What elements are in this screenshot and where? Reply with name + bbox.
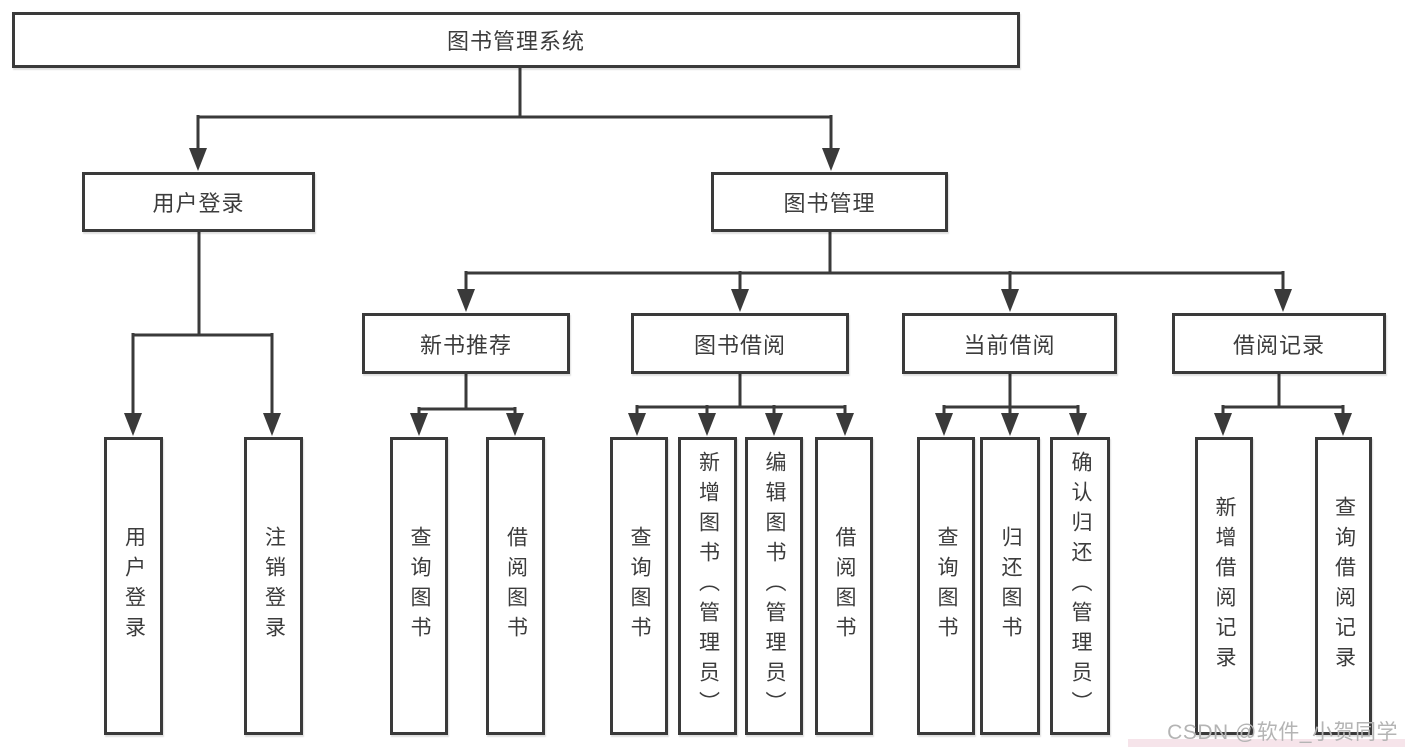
node-label: 图书管理 <box>783 191 876 216</box>
node-root-library-system: 图书管理系统 <box>12 12 1020 68</box>
node-label: 新增借阅记录 <box>1213 496 1236 676</box>
leaf-newbook-query-books: 查询图书 <box>390 437 448 735</box>
leaf-records-add-record: 新增借阅记录 <box>1195 437 1253 735</box>
leaf-current-query-books: 查询图书 <box>917 437 975 735</box>
arrow-head <box>731 289 749 312</box>
node-book-borrowing: 图书借阅 <box>631 313 849 374</box>
arrow-head <box>935 413 953 436</box>
leaf-borrowing-query-books: 查询图书 <box>610 437 668 735</box>
leaf-newbook-borrow-books: 借阅图书 <box>486 437 545 735</box>
node-label: 查询图书 <box>628 526 651 646</box>
node-label: 确认归还（管理员） <box>1069 451 1092 721</box>
node-label: 当前借阅 <box>963 332 1056 358</box>
arrow-head <box>765 413 783 436</box>
leaf-borrowing-borrow-books: 借阅图书 <box>815 437 873 735</box>
arrow-head <box>1069 413 1087 436</box>
arrow-head <box>822 148 840 171</box>
node-label: 图书管理系统 <box>446 29 585 54</box>
node-label: 新增图书（管理员） <box>696 451 720 721</box>
leaf-user-login: 用户登录 <box>104 437 163 735</box>
arrow-head <box>698 413 716 436</box>
arrow-head <box>1214 413 1232 436</box>
arrow-head <box>1001 413 1019 436</box>
node-label: 新书推荐 <box>419 332 512 358</box>
node-user-login: 用户登录 <box>82 172 315 232</box>
arrow-head <box>1001 289 1019 312</box>
leaf-borrowing-edit-books-admin: 编辑图书（管理员） <box>745 437 803 735</box>
leaf-records-query-record: 查询借阅记录 <box>1315 437 1372 735</box>
arrow-head <box>124 413 142 436</box>
leaf-current-confirm-return-admin: 确认归还（管理员） <box>1050 437 1110 735</box>
node-label: 图书借阅 <box>693 332 786 358</box>
node-borrow-records: 借阅记录 <box>1172 313 1386 374</box>
arrow-head <box>1334 413 1352 436</box>
node-new-book-recommend: 新书推荐 <box>362 313 570 374</box>
arrow-head <box>836 413 854 436</box>
node-label: 查询图书 <box>408 526 431 646</box>
arrow-head <box>263 413 281 436</box>
arrow-head <box>628 413 646 436</box>
node-current-borrowing: 当前借阅 <box>902 313 1117 374</box>
node-label: 借阅记录 <box>1232 332 1325 358</box>
arrow-head <box>457 289 475 312</box>
node-label: 用户登录 <box>122 526 146 646</box>
arrow-head <box>410 413 428 436</box>
node-label: 借阅图书 <box>504 526 528 646</box>
node-label: 注销登录 <box>262 526 286 646</box>
arrow-head <box>1274 289 1292 312</box>
node-label: 用户登录 <box>152 191 245 216</box>
node-label: 借阅图书 <box>833 526 856 646</box>
arrow-head <box>506 413 524 436</box>
leaf-logout: 注销登录 <box>244 437 303 735</box>
node-label: 归还图书 <box>999 526 1022 646</box>
node-label: 查询借阅记录 <box>1332 496 1356 676</box>
watermark-strip <box>1128 739 1405 747</box>
csdn-watermark: CSDN @软件_小贺同学 <box>1167 721 1398 744</box>
arrow-head <box>189 148 207 171</box>
node-book-management: 图书管理 <box>711 172 948 232</box>
node-label: 查询图书 <box>935 526 958 646</box>
leaf-borrowing-add-books-admin: 新增图书（管理员） <box>678 437 737 735</box>
node-label: 编辑图书（管理员） <box>763 451 786 721</box>
connector-path <box>131 68 1345 415</box>
leaf-current-return-books: 归还图书 <box>980 437 1040 735</box>
